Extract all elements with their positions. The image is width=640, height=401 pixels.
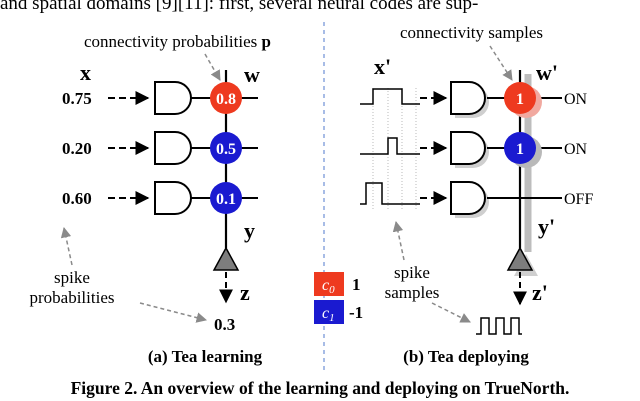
spike-train [360,137,420,155]
legend-swatch-c1 [314,300,344,324]
and-gate [450,181,486,215]
spike-train [360,88,420,105]
output-triangle [212,246,240,271]
and-gate [450,131,486,165]
left-annotation-top: connectivity probabilities p [84,32,271,51]
and-gate [154,181,192,215]
left-row-2: 0.20 0.5 [62,131,258,165]
left-output-value: 0.3 [214,315,235,334]
output-spike-train [476,317,522,335]
right-row-3: OFF [360,181,593,218]
right-annotation-bottom-1: spike [394,263,430,282]
right-caption: (b) Tea deploying [403,347,529,366]
left-input-label: x [80,60,91,85]
figure-caption: Figure 2. An overview of the learning an… [71,378,570,398]
neuron-value: 0.1 [216,191,236,208]
left-output-z: z [240,280,250,305]
neuron-blue [504,132,536,164]
neuron-blue [210,132,242,164]
left-row-1: 0.75 0.8 [62,81,258,115]
right-row-2: 1 ON [360,131,588,168]
left-input-value: 0.60 [62,189,92,208]
neuron-red [210,82,242,114]
spike-train [360,182,420,205]
left-bottom-pointer-up [60,226,73,266]
left-row-3: 0.60 0.1 [62,181,258,215]
left-annotation-bottom-2: probabilities [30,288,115,307]
legend-swatch-c0 [314,272,344,296]
header-text: and spatial domains [9][11]: first, seve… [0,0,478,14]
neuron-value: 0.8 [216,91,236,108]
left-top-pointer [204,53,221,81]
connection-state: ON [564,141,588,158]
legend-c1-value: -1 [349,303,363,322]
neuron-value: 1 [516,141,524,158]
connection-state: ON [564,91,588,108]
right-panel: connectivity samples x' w' 1 ON [360,23,593,366]
legend-c0-value: 1 [352,275,361,294]
right-bottom-pointer-up [392,220,405,261]
left-input-value: 0.75 [62,89,92,108]
neuron-value: 1 [516,91,524,108]
right-row-1: 1 ON [360,81,588,118]
left-bottom-pointer-right [139,302,208,323]
right-annotation-top: connectivity samples [400,23,543,42]
legend-c0-symbol: c0 [322,277,335,296]
right-bottom-pointer-right [431,302,471,323]
left-annotation-bottom-1: spike [54,268,90,287]
and-gate [154,81,192,115]
connection-state: OFF [564,191,593,208]
left-weight-label: w [244,62,260,87]
right-top-pointer [489,45,513,81]
output-triangle [506,246,534,271]
left-output-y: y [244,218,255,243]
right-weight-label: w' [536,60,558,85]
legend-c1-symbol: c1 [322,305,335,324]
right-input-label: x' [374,54,391,79]
left-input-value: 0.20 [62,139,92,158]
and-gate [450,81,486,115]
left-caption: (a) Tea learning [148,347,263,366]
right-annotation-bottom-2: samples [385,283,440,302]
right-output-y: y' [538,214,555,239]
and-gate [154,131,192,165]
right-output-z: z' [532,280,548,305]
legend: c0 1 c1 -1 [314,272,363,324]
left-panel: connectivity probabilities p x w 0.75 0.… [30,32,271,366]
neuron-value: 0.5 [216,141,236,158]
neuron-red [504,82,536,114]
neuron-blue [210,182,242,214]
